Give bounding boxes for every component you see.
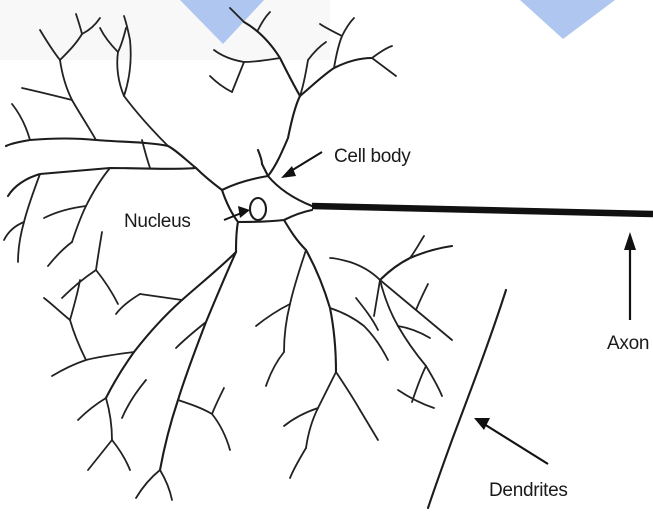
axon-label: Axon <box>607 333 649 354</box>
nucleus-label: Nucleus <box>124 211 191 232</box>
cell-body-label: Cell body <box>334 146 411 167</box>
dendrites-label: Dendrites <box>489 480 568 501</box>
scan-shading <box>0 0 330 60</box>
